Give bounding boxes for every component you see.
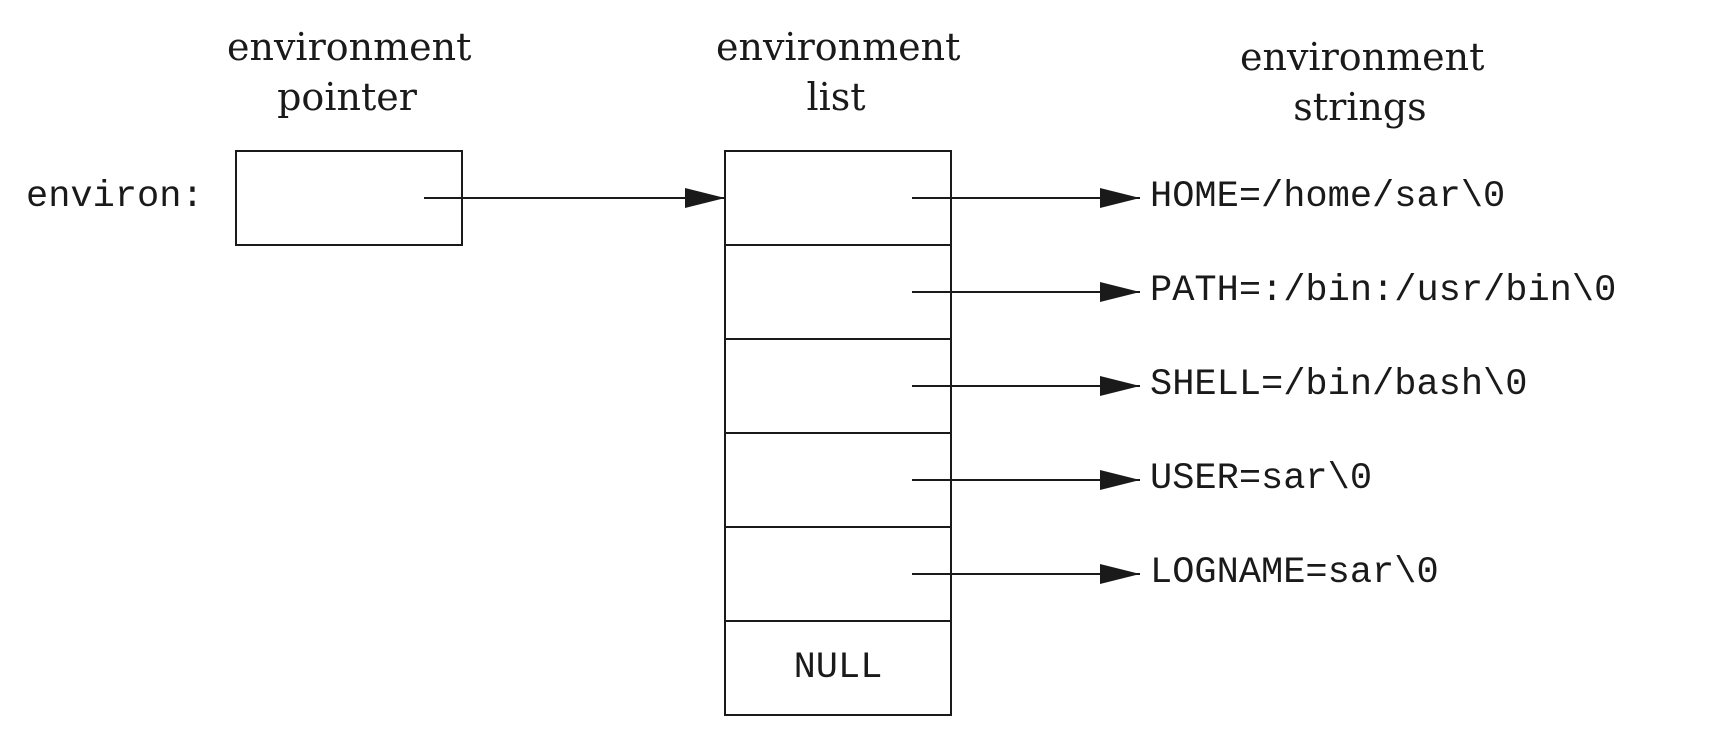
heading-pointer-line-1: environment <box>227 25 472 69</box>
env-string-user: USER=sar\0 <box>1150 458 1373 500</box>
env-string-shell: SHELL=/bin/bash\0 <box>1150 364 1528 406</box>
heading-list-line-1: environment <box>716 25 961 69</box>
heading-strings-line-2: strings <box>1293 85 1427 129</box>
env-string-path: PATH=:/bin:/usr/bin\0 <box>1150 270 1617 312</box>
heading-environment-list: environment list <box>716 22 961 122</box>
heading-list-line-2: list <box>806 75 866 119</box>
heading-environment-strings: environment strings <box>1240 32 1485 132</box>
environment-list <box>724 150 952 716</box>
heading-pointer-line-2: pointer <box>277 75 417 119</box>
environ-label: environ: <box>26 176 204 218</box>
list-cell-null <box>724 620 952 716</box>
null-label: NULL <box>793 647 883 689</box>
env-string-logname: LOGNAME=sar\0 <box>1150 552 1439 594</box>
heading-strings-line-1: environment <box>1240 35 1485 79</box>
heading-environment-pointer: environment pointer <box>227 22 472 122</box>
env-string-home: HOME=/home/sar\0 <box>1150 176 1506 218</box>
